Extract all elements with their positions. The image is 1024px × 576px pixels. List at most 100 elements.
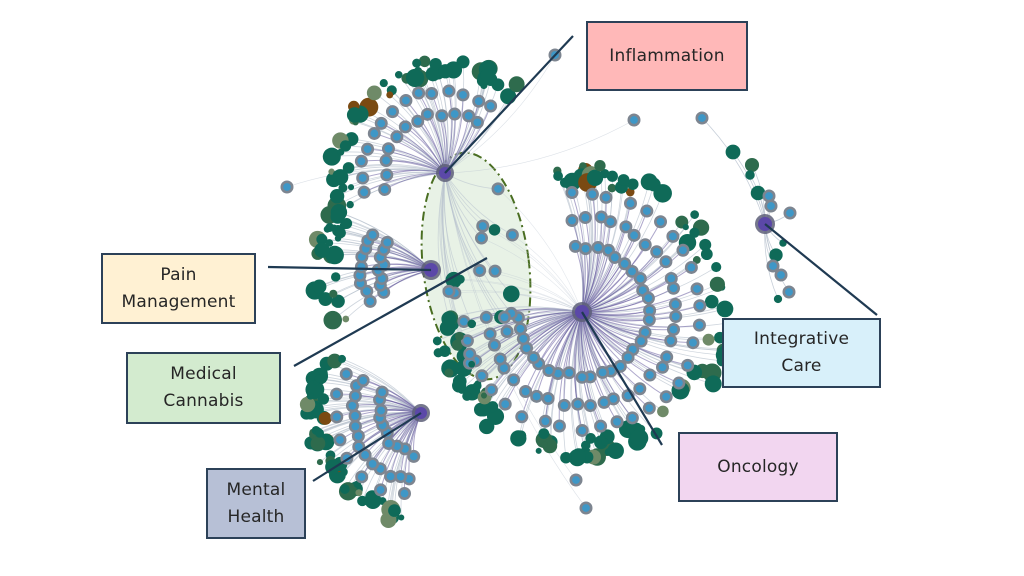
topic-node bbox=[654, 215, 668, 229]
topic-node bbox=[659, 255, 673, 269]
edge bbox=[581, 311, 618, 422]
keyword-node bbox=[342, 315, 350, 323]
topic-node bbox=[684, 260, 698, 274]
topic-node bbox=[579, 242, 593, 256]
keyword-node bbox=[508, 76, 525, 93]
topic-node bbox=[676, 243, 690, 257]
keyword-node bbox=[690, 210, 699, 219]
keyword-node bbox=[486, 407, 505, 425]
keyword-node bbox=[444, 368, 454, 378]
keyword-node bbox=[579, 162, 587, 170]
topic-node bbox=[568, 239, 582, 253]
topic-node bbox=[541, 392, 555, 406]
keyword-node bbox=[306, 392, 315, 400]
edge bbox=[580, 311, 602, 427]
topic-node bbox=[339, 367, 353, 381]
label-mental-health: Mental Health bbox=[206, 468, 306, 539]
keyword-node bbox=[472, 381, 482, 391]
label-inflammation: Inflammation bbox=[586, 21, 748, 91]
topic-node bbox=[571, 397, 585, 411]
topic-node bbox=[643, 368, 657, 382]
keyword-node bbox=[325, 239, 334, 247]
keyword-node bbox=[330, 209, 345, 224]
topic-node bbox=[348, 419, 362, 433]
edge bbox=[512, 234, 583, 313]
keyword-node bbox=[315, 428, 324, 438]
topic-node bbox=[357, 185, 371, 199]
topic-node bbox=[618, 257, 632, 271]
keyword-node bbox=[480, 69, 493, 82]
topic-node bbox=[457, 315, 471, 329]
edge bbox=[389, 94, 446, 174]
topic-node bbox=[442, 284, 456, 298]
topic-node bbox=[330, 387, 344, 401]
keyword-node bbox=[725, 144, 741, 160]
keyword-node bbox=[653, 184, 672, 203]
edge bbox=[335, 358, 422, 414]
edge bbox=[444, 54, 556, 174]
topic-node bbox=[693, 299, 707, 313]
topic-node bbox=[666, 281, 680, 295]
topic-node bbox=[642, 313, 656, 327]
edge bbox=[286, 168, 446, 188]
topic-node bbox=[491, 182, 505, 196]
topic-node bbox=[634, 334, 648, 348]
topic-node bbox=[660, 350, 674, 364]
keyword-node bbox=[709, 276, 725, 292]
topic-node bbox=[384, 469, 398, 483]
edge bbox=[581, 244, 706, 313]
topic-node bbox=[692, 318, 706, 332]
callout-line bbox=[312, 412, 422, 482]
edge bbox=[558, 311, 583, 427]
label-oncology: Oncology bbox=[678, 432, 838, 502]
keyword-node bbox=[606, 170, 618, 182]
keyword-node bbox=[438, 64, 453, 79]
keyword-node bbox=[769, 248, 783, 262]
topic-node bbox=[575, 423, 589, 437]
topic-node bbox=[363, 294, 377, 308]
topic-node bbox=[330, 410, 344, 424]
topic-node bbox=[591, 240, 605, 254]
topic-node bbox=[479, 310, 493, 324]
keyword-node bbox=[441, 311, 457, 327]
topic-node bbox=[378, 182, 392, 196]
keyword-node bbox=[594, 159, 606, 172]
topic-node bbox=[476, 219, 490, 233]
topic-node bbox=[690, 282, 704, 296]
topic-node bbox=[507, 373, 521, 387]
topic-node bbox=[583, 399, 597, 413]
topic-node bbox=[412, 86, 426, 100]
keyword-node bbox=[312, 279, 327, 294]
callout-line bbox=[267, 265, 432, 272]
keyword-node bbox=[700, 248, 713, 261]
topic-node bbox=[669, 310, 683, 324]
edge bbox=[563, 311, 583, 458]
topic-node bbox=[420, 107, 434, 121]
topic-node bbox=[650, 245, 664, 259]
keyword-node bbox=[346, 200, 354, 209]
topic-node bbox=[333, 433, 347, 447]
callout-lines bbox=[267, 35, 878, 482]
topic-node bbox=[640, 204, 654, 218]
topic-node bbox=[411, 114, 425, 128]
keyword-node bbox=[429, 57, 442, 71]
topic-node bbox=[603, 215, 617, 229]
keyword-node bbox=[704, 294, 719, 309]
keyword-node bbox=[330, 224, 338, 232]
topic-node bbox=[456, 88, 470, 102]
edge bbox=[454, 291, 583, 313]
topic-node bbox=[358, 448, 372, 462]
keyword-node bbox=[326, 174, 337, 185]
keyword-node bbox=[627, 178, 639, 190]
topic-node bbox=[367, 126, 381, 140]
keyword-node bbox=[451, 339, 463, 351]
topic-node bbox=[390, 130, 404, 144]
topic-node bbox=[664, 334, 678, 348]
edge bbox=[463, 308, 583, 323]
keyword-node bbox=[405, 68, 425, 88]
keyword-node bbox=[682, 224, 689, 231]
label-integrative-care: Integrative Care bbox=[722, 318, 881, 388]
topic-node bbox=[484, 383, 498, 397]
topic-node bbox=[398, 486, 412, 500]
